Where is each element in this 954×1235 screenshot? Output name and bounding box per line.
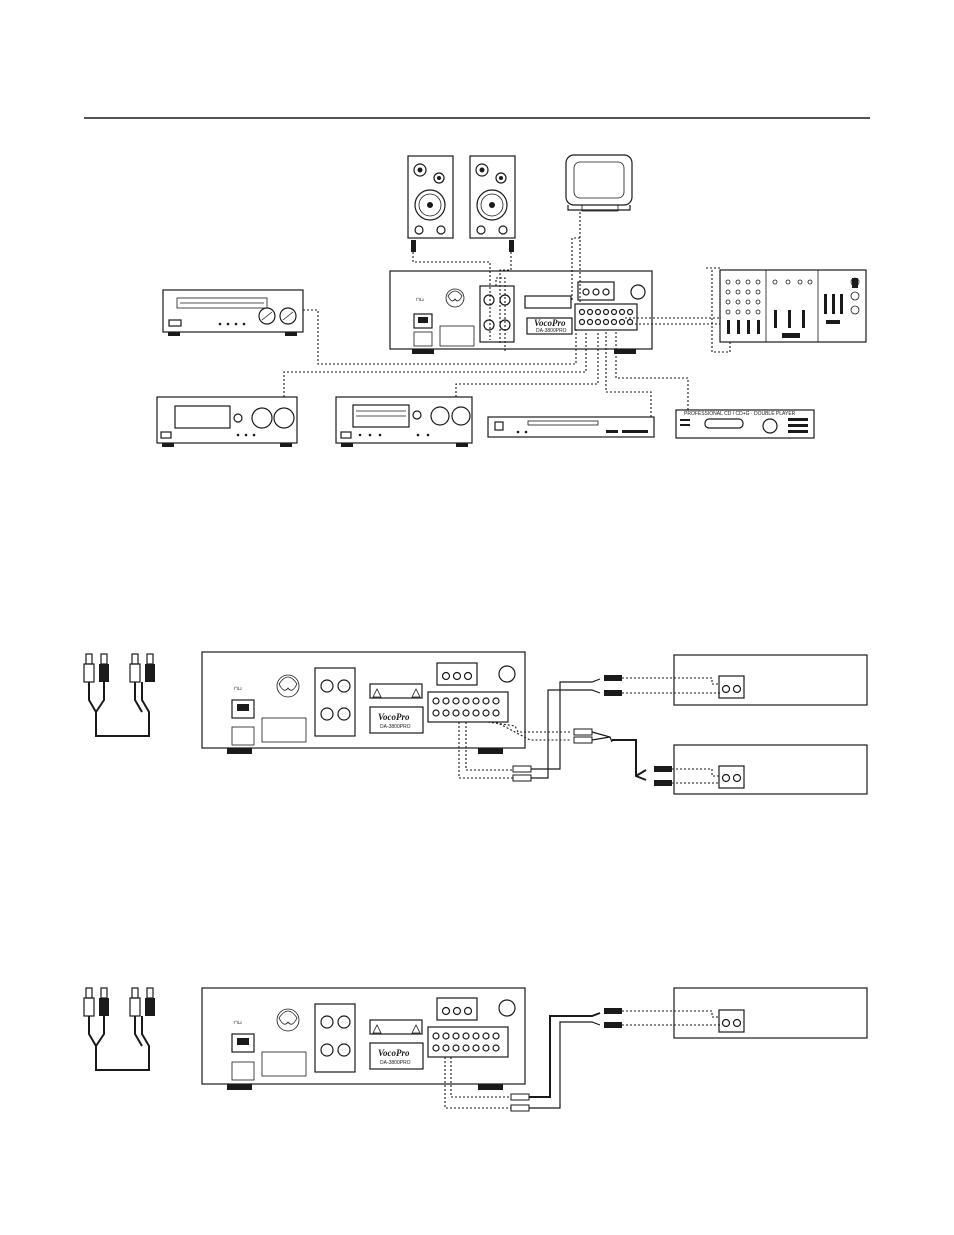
amp-logo-1: VocoPro xyxy=(534,318,566,328)
amplifier-rear-panel: ⊓⊔ VocoPro DA-3800PRO xyxy=(390,271,652,354)
vcr xyxy=(163,290,303,336)
external-device-b xyxy=(674,745,867,794)
diagram-1-cables xyxy=(284,212,730,417)
rca-y-cable xyxy=(84,654,155,736)
svg-text:⊓⊔: ⊓⊔ xyxy=(416,297,424,303)
svg-text:DA-3800PRO: DA-3800PRO xyxy=(536,328,567,334)
svg-text:DA-3800PRO: DA-3800PRO xyxy=(380,724,411,730)
svg-text:⊓⊔: ⊓⊔ xyxy=(234,686,242,692)
amp-logo-3: VocoPro xyxy=(378,1048,410,1058)
diagram-3-cables xyxy=(445,1008,720,1111)
amplifier-rear-panel-2: ⊓⊔ VocoPro DA-3800PRO xyxy=(202,652,525,754)
rca-y-cable-2 xyxy=(84,988,155,1070)
svg-text:PROFESSIONAL CD / CD+G · DOUBL: PROFESSIONAL CD / CD+G · DOUBLE PLAYER xyxy=(684,411,796,417)
tape-deck-2 xyxy=(336,397,472,447)
amp-logo-2: VocoPro xyxy=(378,712,410,722)
diagram-1: ⊓⊔ VocoPro DA-3800PRO xyxy=(157,155,866,447)
diagram-3: ⊓⊔ VocoPro DA-3800PRO xyxy=(84,988,867,1111)
speaker-right xyxy=(470,156,515,238)
external-device-c xyxy=(674,988,867,1038)
svg-text:⊓⊔: ⊓⊔ xyxy=(234,1020,242,1026)
television xyxy=(566,155,632,211)
dvd-player xyxy=(488,417,654,437)
mixer xyxy=(720,270,866,342)
svg-text:DA-3800PRO: DA-3800PRO xyxy=(380,1060,411,1066)
diagram-2: ⊓⊔ VocoPro DA-3800PRO xyxy=(84,652,867,794)
tape-deck-1 xyxy=(157,397,297,447)
external-device-a xyxy=(674,655,867,705)
cd-player: PROFESSIONAL CD / CD+G · DOUBLE PLAYER xyxy=(676,410,814,438)
amplifier-rear-panel-3: ⊓⊔ VocoPro DA-3800PRO xyxy=(202,988,525,1090)
speaker-left xyxy=(408,156,453,238)
